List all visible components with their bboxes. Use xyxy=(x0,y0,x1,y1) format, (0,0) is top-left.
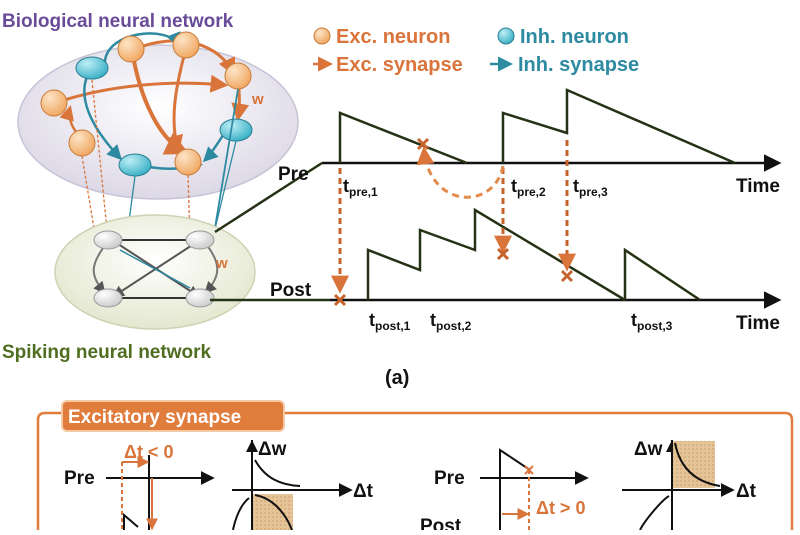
legend-inh-neuron-icon xyxy=(497,27,515,45)
pre-label: Pre xyxy=(278,164,309,185)
snn-neuron xyxy=(185,288,215,308)
left-post-trace xyxy=(123,512,139,530)
snn-disk xyxy=(54,214,256,330)
t-post-3: tpost,3 xyxy=(631,310,673,333)
right-cross-marker xyxy=(524,465,534,475)
post-to-pre-arc xyxy=(416,146,505,199)
legend-inh-synapse: Inh. synapse xyxy=(518,54,639,76)
right-ltp-curve xyxy=(674,442,721,487)
right-pre-label: Pre xyxy=(434,468,465,489)
exc-neuron xyxy=(174,148,202,176)
snn-network-title: Spiking neural network xyxy=(2,342,211,363)
legend: Exc. neuron Inh. neuron Exc. synapse Inh… xyxy=(313,26,639,76)
post-label: Post xyxy=(270,280,312,301)
legend-inh-neuron: Inh. neuron xyxy=(520,26,629,48)
right-dt-label: Δt > 0 xyxy=(536,498,585,518)
bio-inh-synapse xyxy=(103,31,181,69)
t-pre-2: tpre,2 xyxy=(511,176,546,199)
snn-neuron xyxy=(93,288,123,308)
bio-exc-synapse xyxy=(57,74,229,104)
t-pre-1: tpre,1 xyxy=(343,176,378,199)
panel-border xyxy=(36,411,794,530)
pre-trace xyxy=(501,88,736,165)
exc-neuron xyxy=(68,129,96,157)
exc-neuron xyxy=(117,35,145,63)
snn-weight-label: w xyxy=(215,255,228,272)
left-pre-label: Pre xyxy=(64,468,95,489)
right-post-label-partial: Post xyxy=(420,516,462,530)
inh-neuron xyxy=(118,153,152,177)
snn-neuron xyxy=(185,230,215,250)
cross-marker xyxy=(560,269,574,283)
panel-title-tab xyxy=(61,400,285,432)
exc-neuron xyxy=(172,31,200,59)
legend-exc-neuron-icon xyxy=(313,27,331,45)
left-dw-label: Δw xyxy=(258,439,287,460)
exc-neuron xyxy=(40,89,68,117)
left-dt-axis-label: Δt xyxy=(353,481,374,502)
pre-connector xyxy=(214,161,323,234)
snn-neuron xyxy=(93,230,123,250)
post-trace xyxy=(366,207,626,302)
cross-marker xyxy=(496,247,510,261)
bio-network-title: Biological neural network xyxy=(2,11,234,32)
time-label-bottom: Time xyxy=(736,313,780,334)
right-highlight xyxy=(673,441,715,488)
inh-neuron xyxy=(219,118,253,142)
cross-marker xyxy=(416,137,430,151)
legend-exc-neuron: Exc. neuron xyxy=(336,26,450,48)
t-post-1: tpost,1 xyxy=(369,310,411,333)
cross-marker xyxy=(333,293,347,307)
right-dt-axis-label: Δt xyxy=(736,481,757,502)
inh-neuron xyxy=(75,56,109,80)
right-dw-label: Δw xyxy=(634,439,663,460)
left-ltp-curve xyxy=(254,459,301,487)
excitatory-synapse-panel: Excitatory synapse Pre Δt < 0 Δw Δt Pre … xyxy=(36,400,794,535)
panel-title: Excitatory synapse xyxy=(68,407,241,428)
t-pre-3: tpre,3 xyxy=(573,176,608,199)
legend-exc-synapse: Exc. synapse xyxy=(336,54,463,76)
exc-neuron xyxy=(224,62,252,90)
left-highlight xyxy=(253,494,293,530)
right-ltd-curve xyxy=(639,495,670,531)
left-ltd-curve xyxy=(254,494,293,531)
left-dt-label: Δt < 0 xyxy=(124,442,173,462)
bio-exc-synapse xyxy=(165,51,187,154)
pre-trace xyxy=(338,111,468,165)
post-trace xyxy=(623,247,701,302)
time-label-top: Time xyxy=(736,176,780,197)
left-ltd-curve-a xyxy=(232,497,250,531)
t-post-2: tpost,2 xyxy=(430,310,472,333)
figure-caption: (a) xyxy=(385,367,409,389)
bio-weight-label: w xyxy=(251,91,264,108)
timing-diagram: Pre Post Time Time tpre,1 tpre,2 tpre,3 … xyxy=(210,88,782,334)
snn-network: w xyxy=(54,214,256,330)
bio-network: w xyxy=(17,31,299,200)
